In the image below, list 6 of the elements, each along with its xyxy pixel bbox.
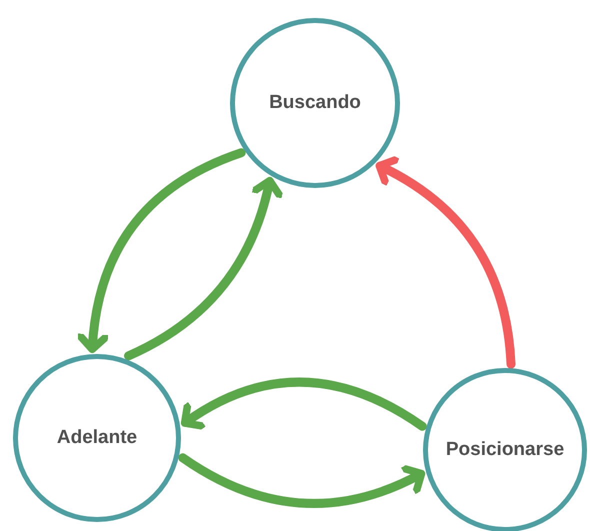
curved-arrow <box>124 176 283 360</box>
curved-arrow <box>376 156 516 369</box>
node-label: Buscando <box>269 91 361 115</box>
node-label: Adelante <box>56 426 138 450</box>
node-label: Posicionarse <box>446 438 564 462</box>
curved-arrow <box>77 148 246 354</box>
